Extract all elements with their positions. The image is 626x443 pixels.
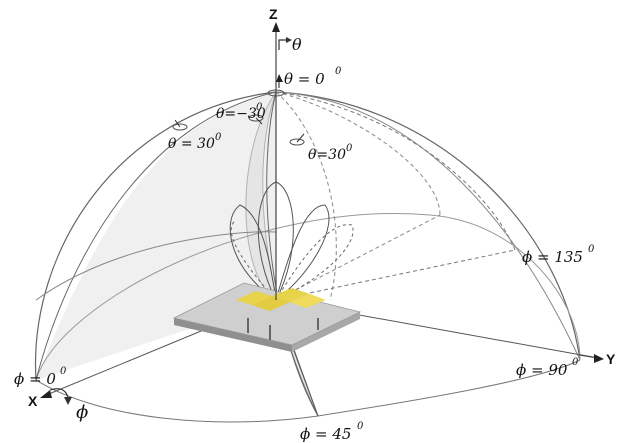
meridian-mid-dashed	[275, 91, 337, 301]
label-phi-45: ϕ = 45 0	[300, 421, 364, 443]
antenna-pcb	[172, 282, 362, 352]
label-phi-90: ϕ = 90 0	[516, 357, 579, 379]
axis-z-label: Z	[269, 6, 278, 22]
theta30-left-marker	[172, 123, 188, 131]
label-phi-135: ϕ = 135 0	[522, 244, 595, 266]
phi-symbol: ϕ	[76, 402, 88, 423]
base-ellipse-back	[35, 213, 581, 381]
meridian-phi135-dashed	[275, 91, 516, 251]
svg-text:0: 0	[335, 66, 342, 77]
right-lobe	[275, 204, 330, 302]
axis-x-label: X	[28, 393, 38, 409]
pcb-patch-2	[272, 288, 310, 302]
meridian-back-dashed	[275, 91, 441, 216]
meridian-phi0	[35, 91, 277, 381]
svg-text:0: 0	[60, 366, 67, 377]
left-lobe-dashed	[230, 219, 277, 301]
axis-phi135-dashed	[275, 249, 516, 301]
theta-symbol: θ	[292, 35, 302, 54]
pcb-side-right	[292, 312, 360, 352]
svg-text:0: 0	[256, 102, 263, 113]
svg-text:ϕ = 90: ϕ = 90	[516, 361, 568, 379]
pcb-patch-3	[252, 296, 290, 311]
meridian-phi45	[266, 91, 319, 417]
label-theta-minus-30: θ=−30 0	[216, 102, 266, 122]
svg-text:0: 0	[215, 132, 222, 143]
pcb-top	[172, 282, 362, 346]
meridian-phi90	[275, 91, 581, 361]
svg-text:0: 0	[588, 244, 595, 255]
zenith-ring	[267, 89, 285, 97]
axis-z-arrowhead	[272, 22, 280, 32]
axis-x-arrowhead	[40, 390, 52, 398]
right-lobe-dashed	[274, 224, 354, 302]
thetam30-pointer	[255, 117, 263, 125]
axis-y-arrowhead	[594, 354, 604, 363]
left-lobe	[229, 204, 277, 302]
theta0-arrowhead	[276, 74, 283, 82]
svg-text:ϕ = 0: ϕ = 0	[14, 370, 56, 388]
theta30-right-marker	[289, 138, 305, 146]
pcb-side-front	[174, 318, 292, 352]
svg-text:0: 0	[346, 143, 353, 154]
theta-rotation-arrow	[278, 39, 288, 50]
svg-text:θ=30: θ=30	[308, 147, 346, 163]
axis-y-label: Y	[606, 351, 616, 367]
label-theta-0: θ = 0 0	[284, 66, 342, 88]
thetam30-marker	[248, 114, 264, 122]
phi-rotation-arrowhead	[64, 397, 72, 405]
theta-rotation-arrowhead	[286, 37, 292, 43]
svg-text:θ = 30: θ = 30	[168, 136, 215, 152]
label-theta-30-right: θ=30 0	[308, 143, 353, 163]
svg-text:0: 0	[357, 421, 364, 432]
svg-text:θ = 0: θ = 0	[284, 70, 325, 88]
label-phi-0: ϕ = 0 0	[14, 366, 67, 388]
theta30-left-pointer	[174, 119, 181, 128]
label-theta-30-left: θ = 30 0	[168, 132, 222, 152]
pcb-patch-4	[290, 294, 326, 308]
svg-text:ϕ = 45: ϕ = 45	[300, 425, 351, 443]
svg-text:ϕ = 135: ϕ = 135	[522, 248, 583, 266]
svg-text:θ=−30: θ=−30	[216, 106, 266, 122]
theta30-right-pointer	[296, 133, 305, 143]
svg-text:0: 0	[572, 357, 579, 368]
pcb-patch-1	[236, 291, 272, 305]
